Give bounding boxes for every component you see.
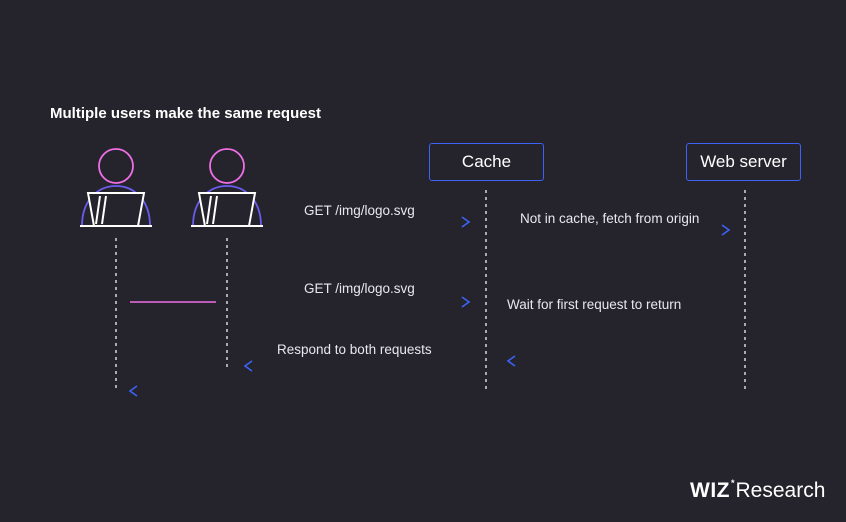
note-wait-first-request: Wait for first request to return: [507, 297, 682, 312]
arrow-respond-user-1: [128, 385, 469, 397]
arrow-request-1: [273, 216, 471, 228]
web-server-node-label: Web server: [700, 152, 787, 171]
logo-star: *: [730, 478, 735, 488]
user-with-laptop-icon: [191, 148, 263, 227]
diagram-title: Multiple users make the same request: [50, 105, 321, 122]
web-server-node: Web server: [686, 143, 801, 181]
wiz-research-logo: WIZ*Research: [690, 478, 826, 503]
cache-node-label: Cache: [461, 152, 512, 171]
logo-brand: WIZ: [690, 479, 730, 502]
arrow-request-2: [130, 296, 471, 308]
arrow-respond-user-2: [243, 360, 469, 372]
message-label-request-1: GET /img/logo.svg: [304, 203, 415, 218]
arrow-origin-response: [506, 355, 729, 367]
arrow-fetch-origin: [507, 224, 731, 236]
message-label-request-2: GET /img/logo.svg: [304, 281, 415, 296]
logo-product: Research: [735, 479, 826, 502]
cache-node: Cache: [429, 143, 544, 181]
user-with-laptop-icon: [80, 148, 152, 227]
message-label-fetch-origin: Not in cache, fetch from origin: [520, 211, 700, 226]
message-label-respond: Respond to both requests: [277, 342, 432, 357]
